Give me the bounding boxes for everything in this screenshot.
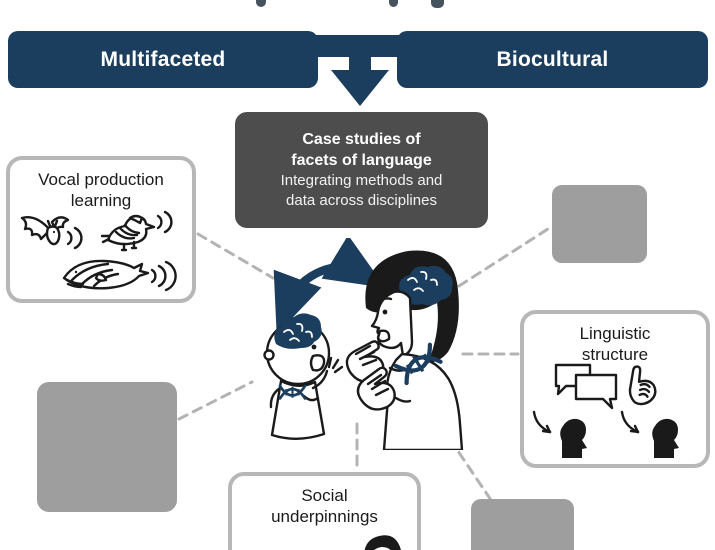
person-icon xyxy=(364,535,401,550)
sound-waves-icon xyxy=(156,210,173,234)
social-label-line1: Social xyxy=(301,486,348,505)
signing-hand-icon xyxy=(628,365,657,406)
placeholder-node-top-right xyxy=(552,185,647,263)
brain-icon xyxy=(399,265,453,306)
sound-waves-icon xyxy=(150,260,177,292)
linguistic-label-line2: structure xyxy=(581,345,649,365)
node-vocal-production-learning: Vocal production learning xyxy=(6,156,196,303)
cropped-title-fragment xyxy=(256,0,266,7)
multifaceted-label: Multifaceted xyxy=(100,47,226,71)
case-studies-subtitle-line1: Integrating methods and xyxy=(280,172,443,190)
brain-icon xyxy=(274,313,322,349)
placeholder-node-left xyxy=(37,382,177,512)
cropped-title-fragment xyxy=(431,0,444,8)
vocal-label-line1: Vocal production xyxy=(38,170,164,189)
linguistic-structure-illustration xyxy=(532,363,679,458)
down-arrow-icon xyxy=(331,70,389,106)
arrow-icon xyxy=(532,410,552,434)
sound-waves-icon xyxy=(66,226,83,250)
case-studies-subtitle-line2: data across disciplines xyxy=(286,192,437,210)
speech-bubbles-icon xyxy=(554,363,618,410)
linguistic-label-line1: Linguistic xyxy=(579,324,651,343)
head-silhouette-icon xyxy=(652,418,679,458)
node-linguistic-structure: Linguistic structure xyxy=(520,310,710,468)
bidirectional-arrow-icon xyxy=(273,238,386,335)
gesturing-hands xyxy=(345,340,412,411)
bat-icon xyxy=(20,216,70,246)
case-studies-box: Case studies of facets of language Integ… xyxy=(235,112,488,228)
placeholder-node-bottom-right xyxy=(471,499,574,550)
whale-icon xyxy=(62,259,150,290)
header-box-biocultural: Biocultural xyxy=(397,31,708,88)
bird-icon xyxy=(100,214,156,252)
social-label-line2: underpinnings xyxy=(271,507,378,527)
header-box-multifaceted: Multifaceted xyxy=(8,31,318,88)
arrow-icon xyxy=(620,410,640,434)
biocultural-label: Biocultural xyxy=(496,47,609,71)
vocal-label-line2: learning xyxy=(70,191,132,211)
head-silhouette-icon xyxy=(560,418,587,458)
case-studies-title-line1: Case studies of xyxy=(302,131,421,149)
adult-figure xyxy=(345,250,464,450)
vocal-learners-illustration xyxy=(20,210,177,292)
child-figure xyxy=(263,313,344,440)
header-connector-bar xyxy=(310,35,400,57)
adult-child-interaction-illustration xyxy=(263,238,464,450)
cropped-title-fragment xyxy=(389,0,398,7)
torso xyxy=(382,352,464,450)
case-studies-title-line2: facets of language xyxy=(291,152,432,170)
down-arrow-stem xyxy=(349,50,371,74)
node-social-underpinnings: Social underpinnings xyxy=(228,472,421,550)
